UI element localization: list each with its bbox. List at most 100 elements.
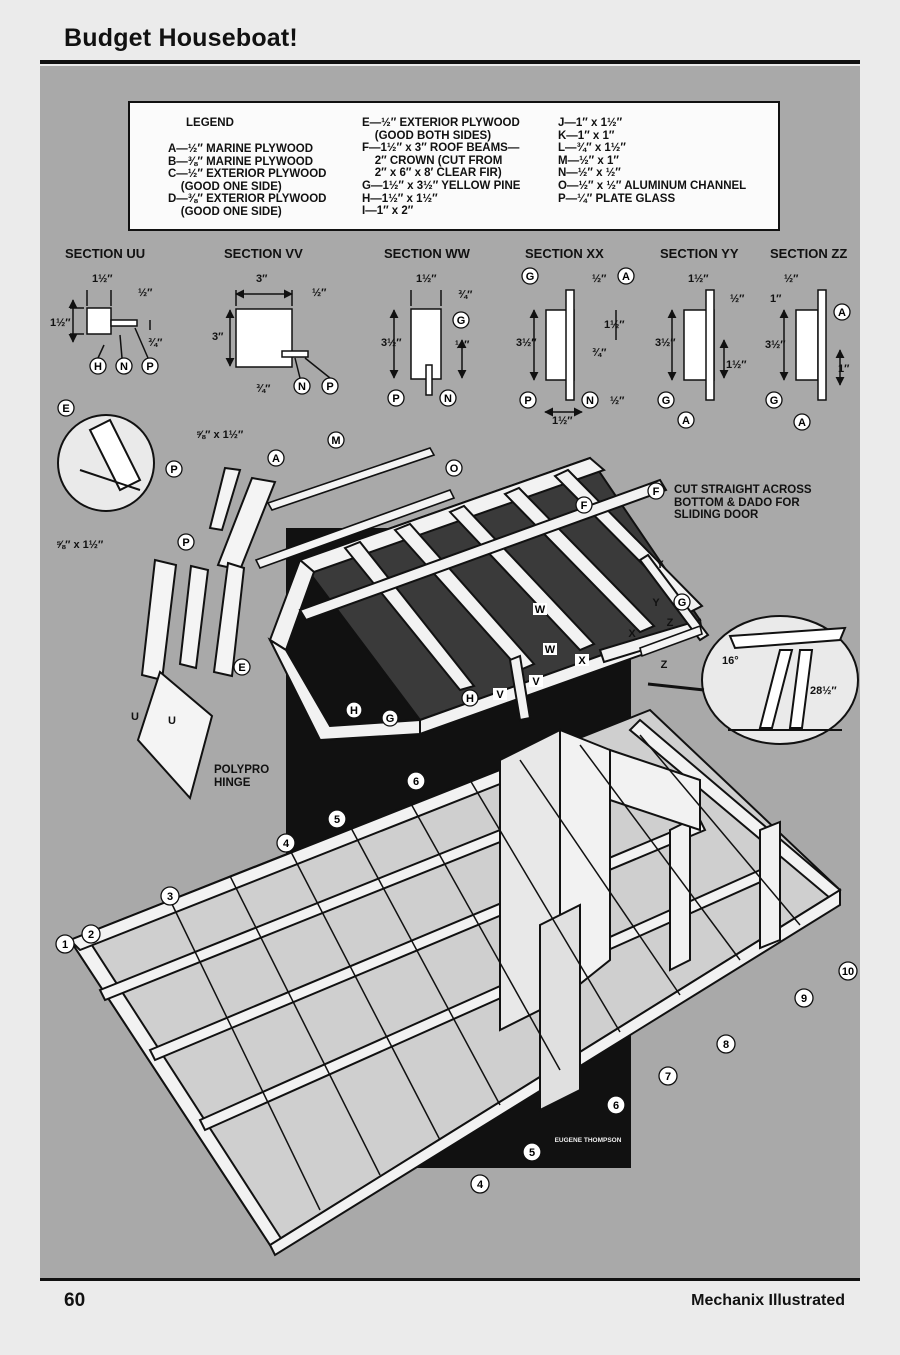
legend-column-2: E—½″ EXTERIOR PLYWOOD (GOOD BOTH SIDES) … — [362, 117, 520, 218]
svg-text:A: A — [798, 417, 806, 429]
svg-text:6: 6 — [413, 776, 419, 788]
dim-text: 1½″ — [416, 273, 437, 285]
dim-text: ½″ — [610, 395, 625, 407]
marker: A — [793, 413, 811, 431]
dim-text: 1½″ — [604, 319, 625, 331]
legend-item: L—¾″ x 1½″ — [558, 142, 626, 155]
footer-rule — [40, 1278, 860, 1281]
dim-text: ¾″ — [592, 347, 607, 359]
svg-text:V: V — [532, 676, 540, 688]
marker: Z — [667, 617, 674, 629]
legend-item: (GOOD ONE SIDE) — [168, 205, 282, 218]
marker: H — [89, 357, 107, 375]
marker: U — [168, 715, 176, 727]
title-rule — [40, 60, 860, 64]
marker: P — [165, 460, 183, 478]
svg-text:7: 7 — [665, 1071, 671, 1083]
frame-number: 4 — [276, 833, 296, 853]
frame-number: 4 — [470, 1174, 490, 1194]
marker: Z — [661, 659, 668, 671]
marker: V — [493, 688, 507, 701]
marker: F — [575, 496, 593, 514]
section-xx-label: SECTION XX — [525, 246, 604, 261]
page-title: Budget Houseboat! — [64, 24, 298, 52]
marker: G — [521, 267, 539, 285]
svg-text:G: G — [457, 315, 466, 327]
frame-number: 10 — [838, 961, 858, 981]
part-markers: E P A M O F F P E G H G H W W X X V V U … — [57, 399, 691, 727]
marker: G — [657, 391, 675, 409]
frame-number: 5 — [522, 1142, 542, 1162]
section-uu-label: SECTION UU — [65, 246, 146, 261]
leader-line — [647, 682, 705, 692]
legend-item: B—⅜″ MARINE PLYWOOD — [168, 155, 314, 168]
svg-text:X: X — [628, 628, 636, 640]
dim-58-left: ⅝″ x 1½″ — [56, 539, 104, 551]
dim-text: 1″ — [770, 293, 782, 305]
legend-column-1: A—½″ MARINE PLYWOOD B—⅜″ MARINE PLYWOOD … — [168, 143, 326, 219]
marker: X — [575, 654, 589, 667]
svg-text:5: 5 — [334, 814, 340, 826]
dim-text: 3½″ — [765, 339, 786, 351]
section-xx-detail — [529, 289, 617, 417]
marker: G — [765, 391, 783, 409]
legend-column-3: J—1″ x 1½″ K—1″ x 1″ L—¾″ x 1½″ M—½″ x 1… — [558, 117, 746, 205]
marker: A — [617, 267, 635, 285]
dim-text: 1½″ — [726, 359, 747, 371]
dim-text: 1½″ — [50, 317, 71, 329]
svg-text:Y: Y — [652, 597, 660, 609]
svg-text:P: P — [524, 395, 531, 407]
legend-item: 2″ CROWN (CUT FROM — [362, 154, 503, 167]
section-ww-detail — [389, 290, 467, 396]
frame-number: 2 — [81, 924, 101, 944]
frame-number: 8 — [716, 1034, 736, 1054]
dim-text: ¾″ — [148, 337, 163, 349]
marker: H — [461, 689, 479, 707]
svg-text:P: P — [326, 381, 333, 393]
marker: A — [833, 303, 851, 321]
svg-text:E: E — [238, 662, 245, 674]
section-vv-label: SECTION VV — [224, 246, 303, 261]
svg-text:H: H — [350, 705, 358, 717]
legend-item: 2″ x 6″ x 8′ CLEAR FIR) — [362, 167, 502, 180]
svg-text:G: G — [678, 597, 687, 609]
dim-58-top: ⅝″ x 1½″ — [196, 429, 244, 441]
section-yy-detail — [667, 289, 729, 401]
dim-text: 3½″ — [381, 337, 402, 349]
detail-circle-right — [701, 615, 859, 745]
svg-text:A: A — [682, 415, 690, 427]
svg-text:W: W — [535, 604, 546, 616]
svg-text:N: N — [444, 393, 452, 405]
legend-item: (GOOD ONE SIDE) — [168, 180, 282, 193]
svg-text:EUGENE THOMPSON: EUGENE THOMPSON — [555, 1137, 622, 1144]
svg-text:G: G — [662, 395, 671, 407]
callout-texts: ⅝″ x 1½″ ⅝″ x 1½″ 16° 28½″ — [56, 429, 837, 697]
svg-text:A: A — [838, 307, 846, 319]
marker: X — [628, 628, 636, 640]
note-polypro-hinge: POLYPRO HINGE — [214, 764, 270, 789]
magazine-name: Mechanix Illustrated — [691, 1292, 845, 1309]
svg-text:M: M — [331, 435, 340, 447]
svg-text:P: P — [170, 464, 177, 476]
marker: P — [321, 377, 339, 395]
legend-item: E—½″ EXTERIOR PLYWOOD — [362, 117, 520, 129]
marker: A — [677, 411, 695, 429]
legend-item: A—½″ MARINE PLYWOOD — [168, 143, 314, 155]
svg-text:Y: Y — [656, 559, 664, 571]
marker: A — [267, 449, 285, 467]
svg-text:3: 3 — [167, 891, 173, 903]
section-uu-detail — [68, 290, 151, 359]
svg-text:P: P — [146, 361, 153, 373]
marker: Y — [652, 597, 660, 609]
hull-frame — [68, 708, 842, 1257]
marker: F — [647, 482, 665, 500]
svg-text:N: N — [120, 361, 128, 373]
dim-text: ½″ — [592, 273, 607, 285]
legend-item: C—½″ EXTERIOR PLYWOOD — [168, 168, 327, 181]
frame-number: 9 — [794, 988, 814, 1008]
dim-text: 3½″ — [516, 337, 537, 349]
dim-text: ¾″ — [458, 289, 473, 301]
svg-text:G: G — [770, 395, 779, 407]
frame-numbers: 1 2 3 4 5 6 10 9 8 7 6 5 4 — [55, 771, 858, 1194]
section-zz-label: SECTION ZZ — [770, 246, 848, 261]
